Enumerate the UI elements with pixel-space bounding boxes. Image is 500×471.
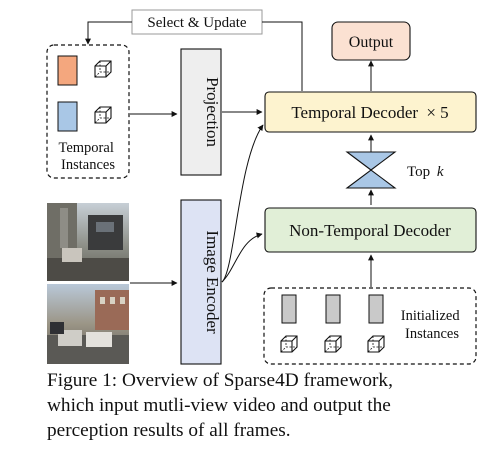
camera-image (47, 203, 129, 281)
cube-icon (94, 60, 112, 78)
output-label: Output (349, 34, 394, 51)
orange-instance-square (57, 55, 78, 86)
select-update-arrow (85, 21, 303, 91)
initialized-instances-line-2: Instances (405, 326, 459, 342)
gray-instance-square (281, 294, 297, 324)
projection-label: Projection (203, 77, 222, 147)
cube-icon (280, 335, 298, 353)
cube-icon (367, 335, 385, 353)
select-update-label: Select & Update (147, 15, 246, 31)
svg-text:Temporal Instances: Temporal Instances (59, 140, 118, 173)
temporal-decoder-label: Temporal Decoder (291, 103, 418, 122)
encoder-to-temporal-arrow (221, 124, 264, 283)
encoder-to-nontemporal-arrow (221, 232, 263, 283)
image-encoder-box: Image Encoder (180, 199, 222, 365)
topk-var: k (437, 164, 444, 180)
temporal-instances-line-1: Temporal (59, 140, 114, 156)
initialized-instances-line-1: Initialized (401, 308, 461, 324)
topk-label: Top (407, 164, 430, 180)
gray-instance-square (325, 294, 341, 324)
svg-text:Temporal Decoder × 5: Temporal Decoder × 5 (291, 103, 448, 122)
blue-instance-square (57, 101, 78, 132)
temporal-decoder-multiplier: × 5 (426, 103, 448, 122)
non-temporal-decoder-box: Non-Temporal Decoder (264, 207, 477, 253)
temporal-instances-line-2: Instances (61, 157, 115, 173)
figure-caption: Figure 1: Overview of Sparse4D framework… (47, 368, 467, 443)
hourglass-icon (345, 134, 397, 205)
camera-image (47, 284, 129, 364)
caption-line-2: which input mutli-view video and output … (47, 395, 391, 416)
projection-box: Projection (180, 48, 222, 176)
temporal-instances-box: Temporal Instances (46, 44, 130, 179)
output-box: Output (331, 21, 411, 61)
gray-instance-square (368, 294, 384, 324)
svg-text:Top k: Top k (407, 164, 444, 180)
caption-line-3: perception results of all frames. (47, 420, 291, 441)
initialized-instances-box: Initialized Instances (263, 287, 477, 365)
temporal-decoder-box: Temporal Decoder × 5 (264, 91, 477, 133)
select-update-label-box: Select & Update (131, 9, 263, 35)
cube-icon (94, 106, 112, 124)
cube-icon (324, 335, 342, 353)
non-temporal-decoder-label: Non-Temporal Decoder (289, 221, 451, 240)
caption-line-1: Figure 1: Overview of Sparse4D framework… (47, 370, 393, 391)
image-encoder-label: Image Encoder (203, 230, 222, 334)
svg-text:Initialized Instances: Initialized Instances (401, 308, 463, 342)
